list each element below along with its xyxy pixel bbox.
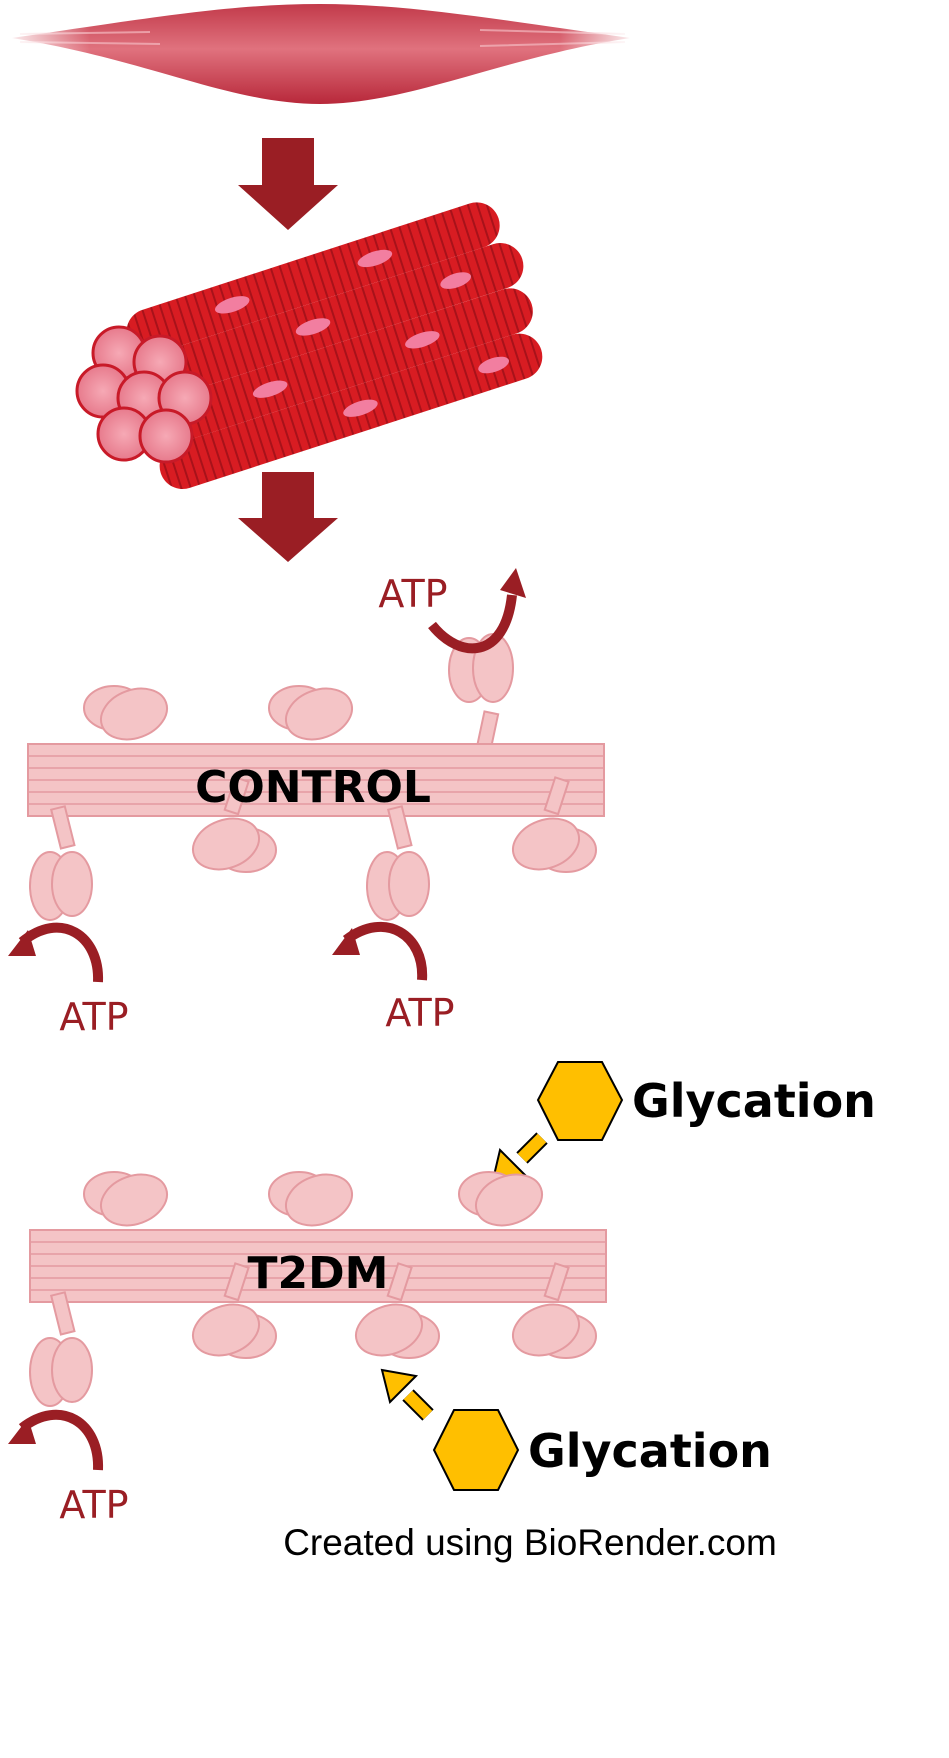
curved-arrow-icon bbox=[342, 922, 428, 981]
down-arrow-icon bbox=[238, 472, 338, 562]
yellow-arrow-icon bbox=[380, 1368, 434, 1421]
atp-label: ATP bbox=[59, 995, 128, 1039]
hexagon-icon bbox=[536, 1061, 624, 1141]
curved-arrow-icon bbox=[332, 928, 360, 955]
hexagon-icon bbox=[432, 1409, 520, 1491]
curved-arrow-icon bbox=[18, 922, 104, 983]
atp-label: ATP bbox=[59, 1483, 128, 1527]
atp-label: ATP bbox=[378, 572, 447, 616]
curved-arrow-icon bbox=[8, 930, 36, 956]
glycation-label: Glycation bbox=[632, 1074, 876, 1128]
curved-arrow-icon bbox=[428, 594, 517, 654]
credit-label: Created using BioRender.com bbox=[283, 1522, 777, 1563]
atp-label: ATP bbox=[385, 991, 454, 1035]
curved-arrow-icon bbox=[8, 1418, 36, 1444]
t2dm-label: T2DM bbox=[248, 1248, 389, 1299]
curved-arrow-icon bbox=[18, 1409, 104, 1471]
muscle-bundle-icon bbox=[75, 202, 543, 490]
curved-arrow-icon bbox=[500, 568, 526, 598]
glycation-label: Glycation bbox=[528, 1424, 772, 1478]
control-label: CONTROL bbox=[195, 762, 431, 813]
muscle-icon bbox=[0, 0, 640, 104]
down-arrow-icon bbox=[238, 138, 338, 230]
